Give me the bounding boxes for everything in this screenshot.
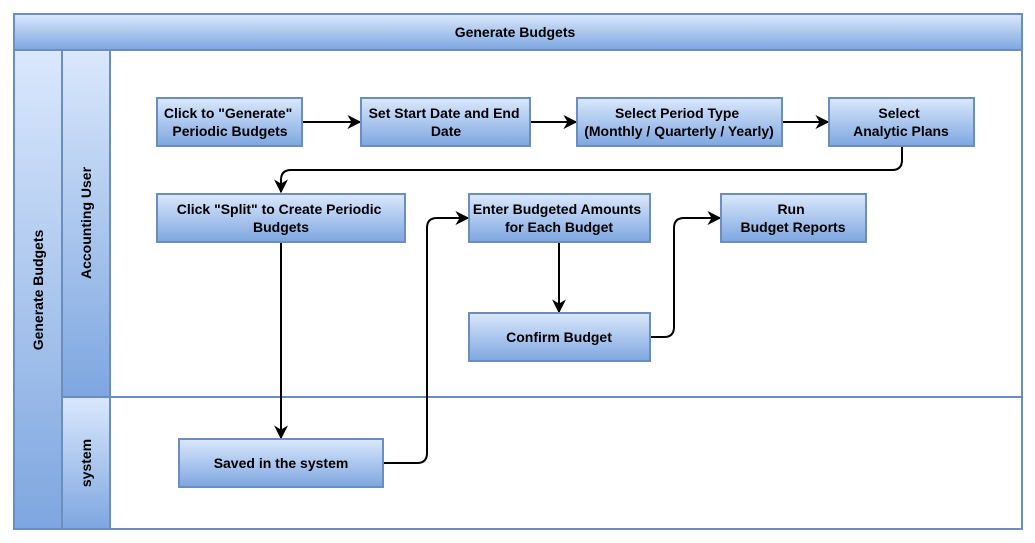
step-saved-line-1: Saved in the system: [214, 455, 349, 471]
svg-text:Run Budget Reports: Run Budget Reports: [741, 201, 846, 235]
svg-text:Select Period Type (Mont: Select Period Type (Monthly / Quarterly …: [584, 105, 774, 139]
lane-label-system: system: [78, 439, 94, 487]
step-run-reports-line-2: Budget Reports: [741, 219, 846, 235]
edges: [274, 115, 903, 464]
step-enter-amounts: Enter Budgeted Amounts for Each Budget: [468, 193, 651, 243]
step-set-dates: Set Start Date and End Date: [360, 97, 531, 147]
pool-side-header: Generate Budgets: [13, 49, 63, 530]
pool-header: Generate Budgets: [13, 13, 1023, 51]
step-set-dates-line-1: Set Start Date and End: [369, 105, 520, 121]
svg-text:Set Start Date and End D: Set Start Date and End Date: [369, 105, 524, 139]
lane-system: system: [61, 396, 1023, 530]
step-split-line-2: Budgets: [253, 219, 309, 235]
step-generate-budgets: Click to "Generate" Periodic Budgets: [156, 97, 303, 147]
step-run-reports-line-1: Run: [777, 201, 804, 217]
step-split: Click "Split" to Create Periodic Budgets: [156, 193, 406, 243]
step-analytic-line-2: Analytic Plans: [853, 123, 949, 139]
svg-text:Confirm Budget: Confirm Budget: [506, 329, 612, 345]
step-run-reports: Run Budget Reports: [720, 193, 867, 243]
step-confirm-budget: Confirm Budget: [468, 312, 651, 362]
edge-saved-to-enter: [383, 211, 470, 464]
svg-text:Saved in the system: Saved in the system: [214, 455, 349, 471]
step-generate-line-1: Click to "Generate": [164, 105, 292, 121]
edge-analytic-to-split: [274, 146, 903, 194]
step-period-type-line-2: (Monthly / Quarterly / Yearly): [584, 123, 774, 139]
step-saved-in-system: Saved in the system: [178, 438, 384, 488]
svg-text:Click "Split" to Create Period: Click "Split" to Create Periodic Budgets: [177, 201, 386, 235]
step-enter-amounts-line-1: Enter Budgeted Amounts: [473, 201, 641, 217]
svg-text:Click to "Generate" Per: Click to "Generate" Periodic Budgets: [164, 105, 296, 139]
step-set-dates-line-2: Date: [431, 123, 462, 139]
step-generate-line-2: Periodic Budgets: [172, 123, 287, 139]
pool-title: Generate Budgets: [455, 24, 576, 40]
step-period-type: Select Period Type (Monthly / Quarterly …: [576, 97, 783, 147]
step-confirm-line-1: Confirm Budget: [506, 329, 612, 345]
lane-accounting-user: Accounting User: [61, 49, 1023, 398]
svg-text:Select Analytic Plans: Select Analytic Plans: [853, 105, 949, 139]
step-analytic-plans: Select Analytic Plans: [828, 97, 975, 147]
pool-side-label: Generate Budgets: [30, 229, 46, 350]
edge-confirm-to-reports: [650, 211, 722, 338]
step-period-type-line-1: Select Period Type: [615, 105, 739, 121]
lane-label-accounting-user: Accounting User: [78, 166, 94, 279]
step-analytic-line-1: Select: [878, 105, 920, 121]
svg-text:Enter Budgeted Amounts f: Enter Budgeted Amounts for Each Budget: [473, 201, 645, 235]
step-enter-amounts-line-2: for Each Budget: [505, 219, 613, 235]
step-split-line-1: Click "Split" to Create Periodic: [177, 201, 382, 217]
